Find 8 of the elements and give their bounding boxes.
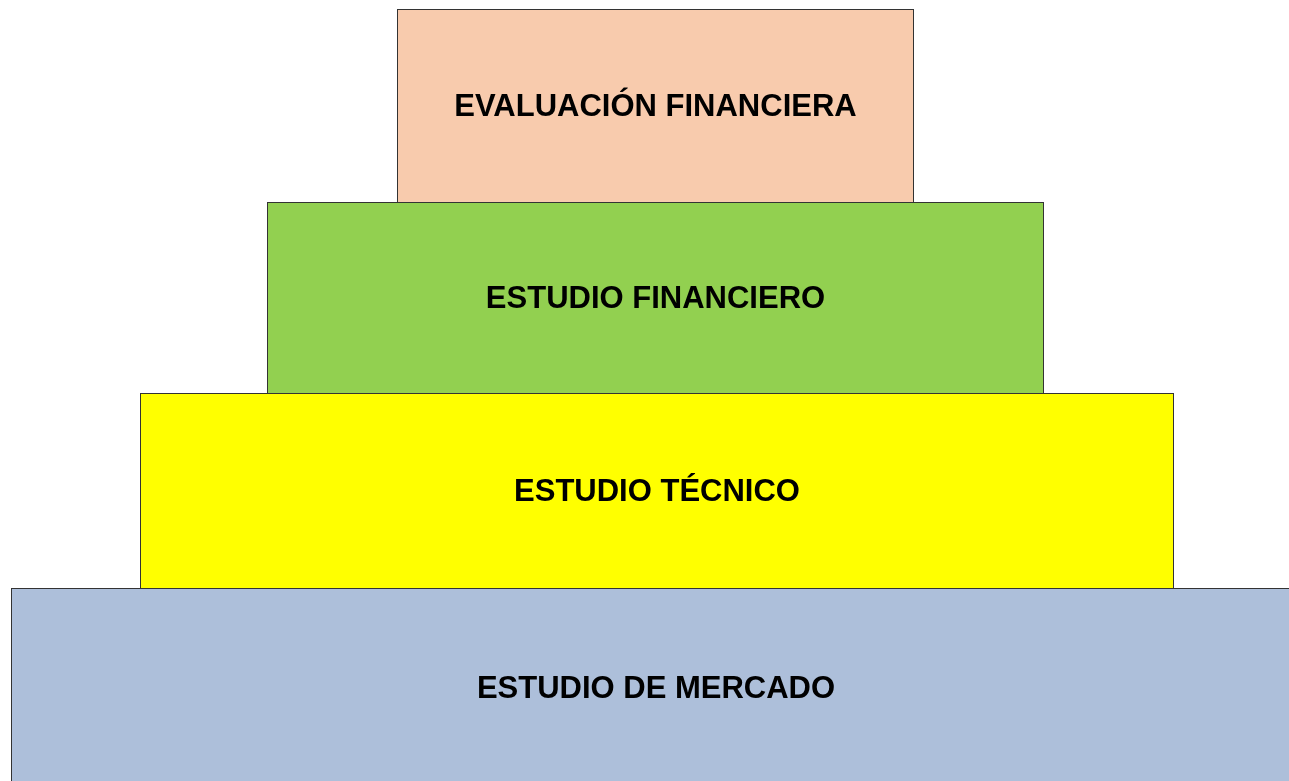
pyramid-tier [397,9,914,203]
pyramid-tier [140,393,1174,589]
pyramid-tier [267,202,1044,394]
tier-label: EVALUACIÓN FINANCIERA [454,88,857,124]
tier-label: ESTUDIO FINANCIERO [485,280,826,316]
tier-label: ESTUDIO DE MERCADO [476,670,836,706]
tier-label: ESTUDIO TÉCNICO [514,473,800,509]
pyramid-tier [11,588,1289,781]
